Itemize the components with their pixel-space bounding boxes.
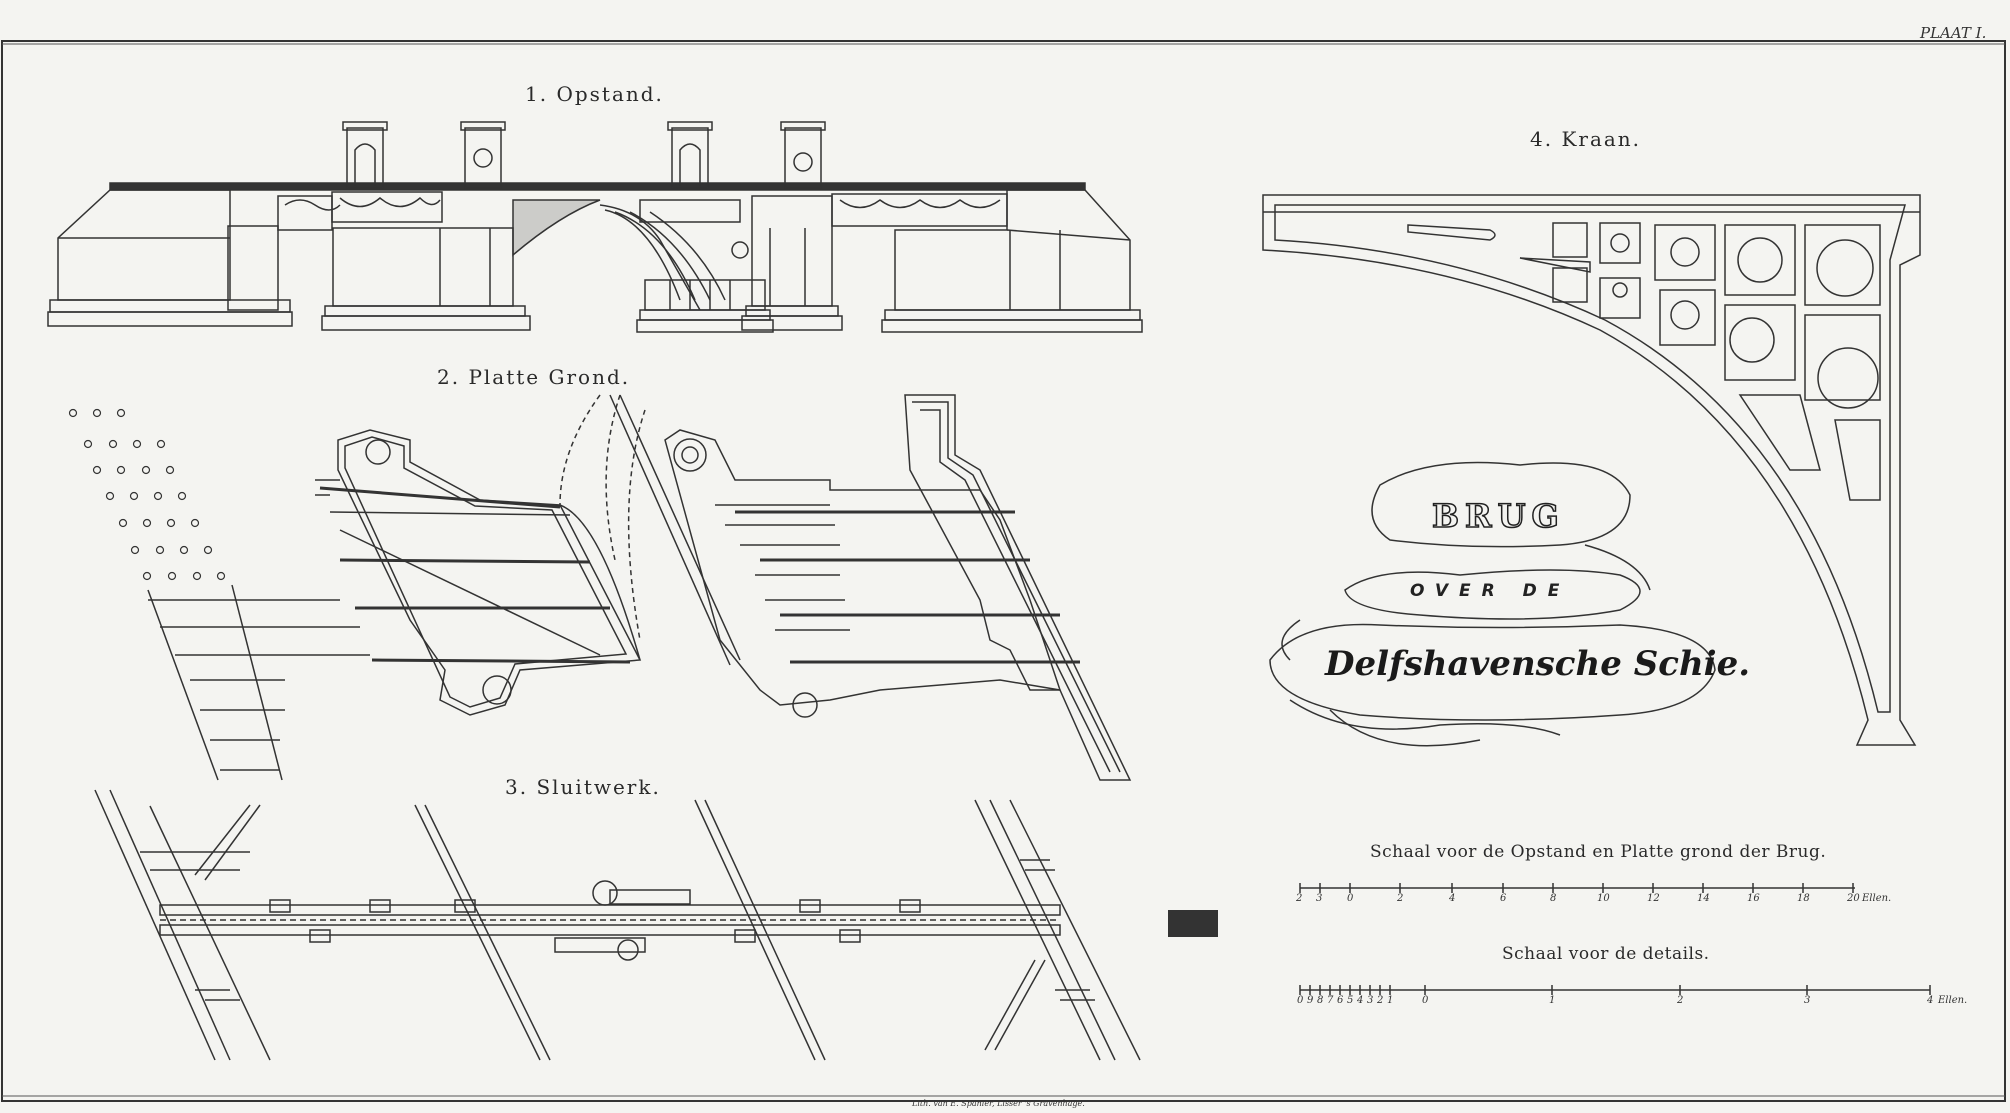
scale-2-tick: 6 (1337, 995, 1344, 1006)
scale-2-tick: 4 (1927, 995, 1934, 1006)
plan-drawing (68, 394, 1132, 781)
scale-bar-2 (1299, 985, 1931, 995)
cartouche-title: Delfshavensche Schie. (1325, 644, 1751, 684)
scale-1-tick: 18 (1797, 893, 1810, 904)
cartouche-over-de: OVER DE (1410, 581, 1571, 601)
scale-2-tick: 5 (1347, 995, 1354, 1006)
plate-number: PLAAT I. (1920, 24, 1987, 42)
scale-2-tick: 1 (1549, 995, 1556, 1006)
figure-label-platte-grond: 2. Platte Grond. (437, 365, 631, 389)
scale-2-tick: 3 (1804, 995, 1811, 1006)
cartouche-brug: BRUG (1431, 496, 1565, 536)
scale-bar-1 (1299, 883, 1855, 893)
scale-1-tick: 10 (1597, 893, 1610, 904)
scale-2-unit: Ellen. (1938, 995, 1968, 1006)
figure-label-sluitwerk: 3. Sluitwerk. (505, 775, 661, 799)
scale-1-tick: 20 (1847, 893, 1860, 904)
figure-label-kraan: 4. Kraan. (1530, 127, 1642, 151)
scale-2-tick: 7 (1327, 995, 1334, 1006)
title-cartouche (1269, 461, 1716, 747)
lock-mechanism-drawing (94, 789, 1141, 1061)
lithographer-imprint: Lith. van E. Spanier, Lisser 's Gravenha… (912, 1099, 1085, 1108)
scale-1-tick: 14 (1697, 893, 1710, 904)
scale-1-tick: 2 (1397, 893, 1404, 904)
scale-1-tick: 4 (1449, 893, 1456, 904)
scale-2-tick: 8 (1317, 995, 1324, 1006)
bracket-drawing (1262, 194, 1921, 746)
elevation-drawing (47, 121, 1143, 333)
scale-2-tick: 1 (1387, 995, 1394, 1006)
scale-1-tick: 8 (1550, 893, 1557, 904)
plate-border (1, 40, 2006, 1102)
scale-2-tick: 4 (1357, 995, 1364, 1006)
figure-label-opstand: 1. Opstand. (525, 82, 664, 106)
scale-2-tick: 2 (1677, 995, 1684, 1006)
ink-smudge (1168, 910, 1218, 937)
scale-2-tick: 0 (1297, 995, 1304, 1006)
scale-2-tick: 0 (1422, 995, 1429, 1006)
scale-1-tick: 2 (1296, 893, 1303, 904)
scale-2-tick: 9 (1307, 995, 1314, 1006)
scale-1-tick: 0 (1347, 893, 1354, 904)
scale-1-unit: Ellen. (1862, 893, 1892, 904)
pile-dots (68, 408, 226, 581)
scale-1-tick: 3 (1316, 893, 1323, 904)
scale-1-title: Schaal voor de Opstand en Platte grond d… (1370, 842, 1827, 862)
scale-1-tick: 6 (1500, 893, 1507, 904)
scale-2-tick: 2 (1377, 995, 1384, 1006)
scale-1-tick: 12 (1647, 893, 1660, 904)
scale-2-tick: 3 (1367, 995, 1374, 1006)
scale-2-title: Schaal voor de details. (1502, 944, 1710, 964)
scale-1-tick: 16 (1747, 893, 1760, 904)
